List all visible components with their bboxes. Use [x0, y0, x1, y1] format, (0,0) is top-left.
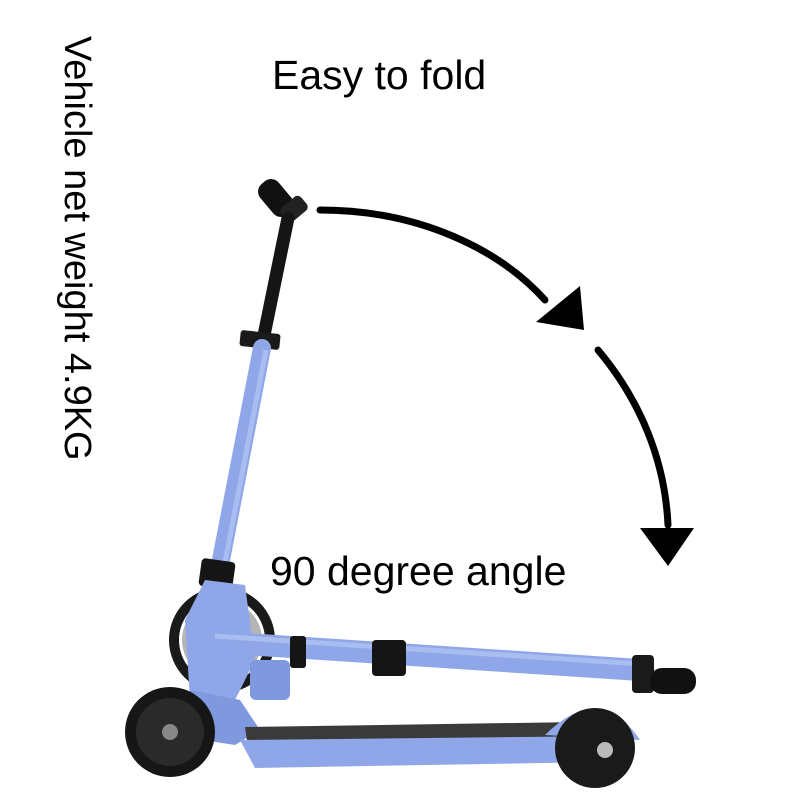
angle-label: 90 degree angle	[270, 548, 567, 594]
rear-wheel-icon	[545, 708, 640, 788]
fold-arrow-lower-icon	[594, 346, 694, 566]
easy-fold-title: Easy to fold	[272, 52, 487, 98]
handlebar-icon	[255, 179, 308, 352]
deck	[240, 722, 615, 768]
lower-wheel-icon	[125, 687, 215, 777]
fold-arrow-upper-icon	[316, 206, 584, 330]
steering-tube	[198, 339, 271, 590]
folded-stem	[204, 631, 696, 694]
